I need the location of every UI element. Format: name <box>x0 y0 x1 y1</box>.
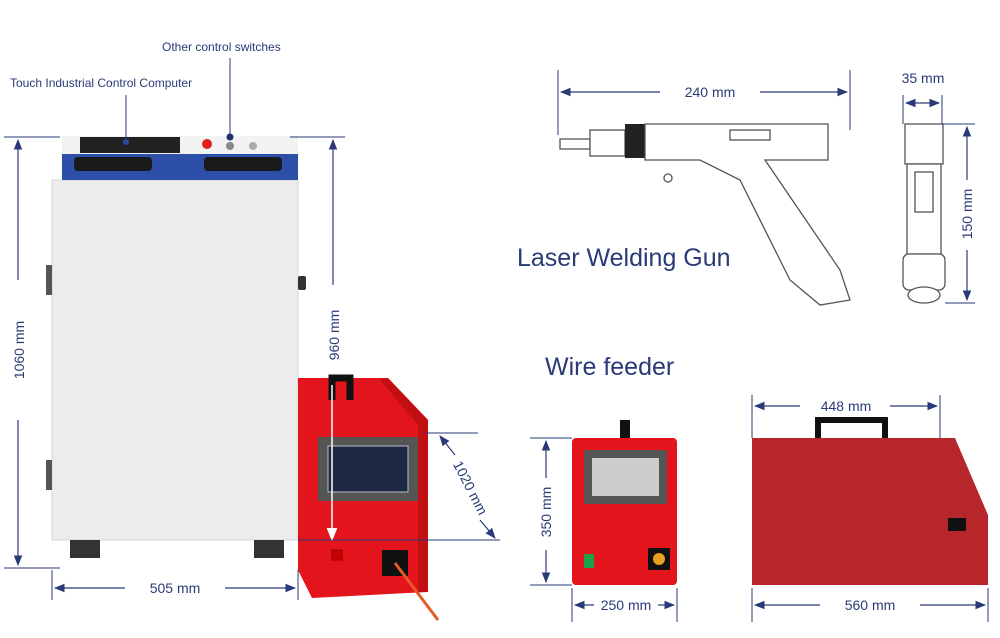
cabinet-handle <box>204 157 282 171</box>
wire-feeder-title: Wire feeder <box>545 353 674 381</box>
cabinet-handle <box>74 157 152 171</box>
gun-collar <box>625 124 645 158</box>
cabinet-body <box>51 179 299 541</box>
caster-wheel <box>70 540 100 558</box>
gun-nozzle <box>559 138 591 150</box>
dim-250-label: 250 mm <box>601 597 652 613</box>
red-unit-switch <box>331 549 343 561</box>
laser-gun-title: Laser Welding Gun <box>517 244 731 272</box>
control-switches-label: Other control switches <box>162 40 281 54</box>
dim-1060-label: 1060 mm <box>11 321 27 379</box>
callout-dot <box>123 139 129 145</box>
wire-feeder-front-view: 350 mm 250 mm <box>530 420 678 622</box>
gun-hook <box>663 173 673 183</box>
cabinet-hinge <box>46 265 52 295</box>
red-unit-side <box>380 378 428 592</box>
dim-1020-line <box>479 519 496 539</box>
feeder-side-handle <box>815 417 888 440</box>
touch-computer-label: Touch Industrial Control Computer <box>10 76 192 90</box>
dim-35-label: 35 mm <box>902 70 945 86</box>
dim-1020-line <box>439 435 456 456</box>
dim-240-label: 240 mm <box>685 84 736 100</box>
gun-front-slot <box>914 171 934 213</box>
dim-960-label: 960 mm <box>326 310 342 361</box>
dim-505-label: 505 mm <box>150 580 201 596</box>
feeder-side-body <box>752 438 988 585</box>
feeder-handle <box>620 420 630 438</box>
touch-screen <box>80 137 180 153</box>
laser-welding-gun-front-view: 35 mm 150 mm <box>902 70 975 304</box>
dim-1020-label: 1020 mm <box>450 458 491 517</box>
gun-tip <box>589 129 626 157</box>
gun-front-head <box>902 253 946 291</box>
gun-body <box>644 123 851 306</box>
gun-front-nozzle <box>907 286 941 304</box>
feeder-side-switch <box>948 518 966 531</box>
dim-350-label: 350 mm <box>538 487 554 538</box>
laser-welding-gun-side-view: 240 mm Laser Welding Gun <box>517 70 851 306</box>
cabinet-hinge <box>46 460 52 490</box>
emergency-stop-button <box>202 139 212 149</box>
cabinet-lock <box>298 276 306 290</box>
feeder-connector-port <box>653 553 665 565</box>
wire-feeder-unit-perspective <box>298 374 440 621</box>
feeder-screen <box>592 458 659 496</box>
control-switch <box>249 142 257 150</box>
gun-slot <box>729 129 771 141</box>
caster-wheel <box>254 540 284 558</box>
red-unit-screen <box>327 445 409 493</box>
dim-560-label: 560 mm <box>845 597 896 613</box>
wire-feeder-side-view: 448 mm 560 mm <box>751 395 989 622</box>
callout-dot <box>226 133 234 141</box>
welding-machine-cabinet: Touch Industrial Control Computer Other … <box>10 40 306 558</box>
gun-front-top <box>904 123 944 165</box>
control-switch <box>226 142 234 150</box>
dim-448-label: 448 mm <box>821 398 872 414</box>
feeder-power-switch <box>584 554 594 568</box>
wire-cable <box>393 562 440 621</box>
dim-150-label: 150 mm <box>959 189 975 240</box>
